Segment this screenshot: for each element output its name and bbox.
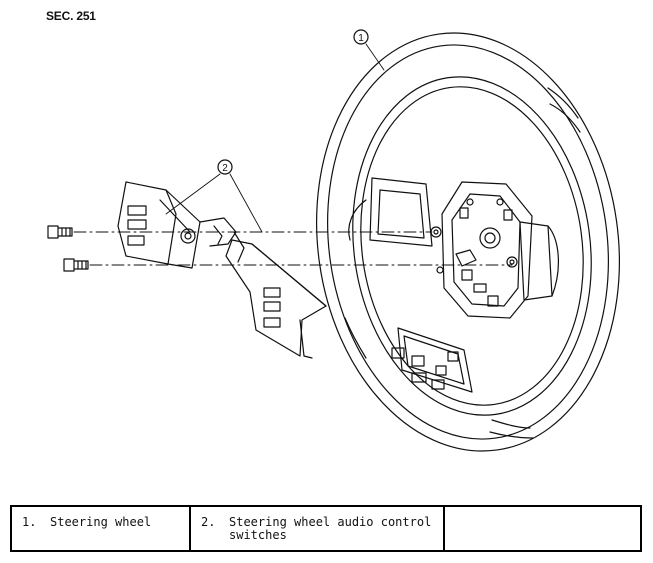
callout-1-label: 1: [358, 33, 364, 44]
legend-number: 2.: [201, 515, 216, 529]
callout-2: 2: [217, 159, 233, 175]
screws: [47, 225, 89, 272]
audio-control-switches: [117, 181, 327, 359]
section-label: SEC. 251: [46, 9, 96, 23]
legend-number: 1.: [22, 515, 37, 529]
steering-wheel: [316, 32, 620, 452]
legend-number: [455, 516, 483, 550]
assembly-lines: [73, 231, 513, 266]
callout-2-label: 2: [222, 163, 228, 174]
legend-label: Steering wheel audio control switches: [229, 515, 439, 542]
legend-cell: 2. Steering wheel audio control switches: [189, 507, 445, 550]
legend-table: 1. Steering wheel 2. Steering wheel audi…: [10, 505, 642, 552]
legend-cell-empty: [445, 507, 640, 550]
callout-leaders: [165, 43, 385, 233]
legend-label: Steering wheel: [50, 515, 152, 529]
legend-cell: 1. Steering wheel: [12, 507, 189, 550]
steering-wheel-diagram: 1 2: [47, 29, 620, 452]
callout-1: 1: [353, 29, 369, 45]
